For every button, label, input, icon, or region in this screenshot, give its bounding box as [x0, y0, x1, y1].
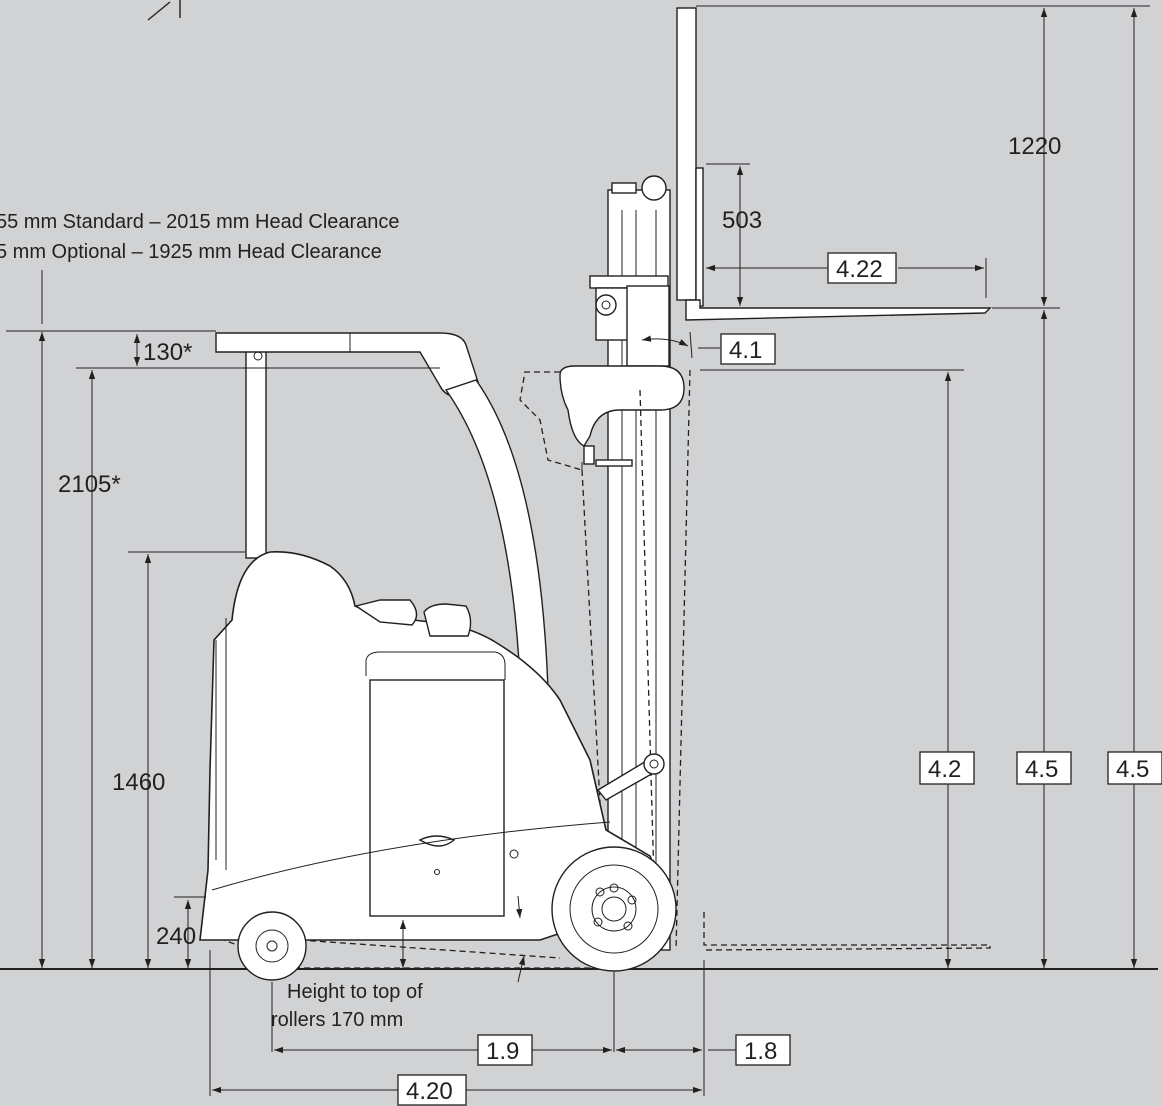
rear-wheel [237, 911, 307, 981]
carriage-bracket [559, 365, 685, 470]
extension-lines [6, 5, 1150, 1096]
head-clearance-standard: 55 mm Standard – 2015 mm Head Clearance [0, 211, 400, 233]
fork-carriage [676, 7, 992, 321]
label-503: 503 [722, 207, 762, 234]
box-label-4-20: 4.20 [406, 1078, 453, 1105]
box-1-8 [735, 1034, 791, 1066]
body-crease [211, 821, 611, 891]
label-240: 240 [156, 923, 196, 950]
box-label-4-5-outer: 4.5 [1116, 756, 1149, 783]
tilt-pivot [643, 753, 665, 775]
box-label-1-9: 1.9 [486, 1038, 519, 1065]
seat [354, 599, 418, 626]
box-4-2 [919, 751, 975, 785]
bolt [509, 849, 519, 859]
label-1460: 1460 [112, 769, 165, 796]
head-clearance-optional: 5 mm Optional – 1925 mm Head Clearance [0, 241, 382, 263]
label-130: 130* [143, 339, 192, 366]
door-frame [365, 651, 506, 680]
label-2105: 2105* [58, 471, 121, 498]
label-rollers-line-2: rollers 170 mm [271, 1009, 403, 1031]
drive-wheel [551, 846, 677, 972]
clearance-tick-2 [517, 955, 526, 983]
box-label-4-1: 4.1 [729, 337, 762, 364]
box-label-4-2: 4.2 [928, 756, 961, 783]
box-label-4-22: 4.22 [836, 256, 883, 283]
box-4-5-inner [1016, 751, 1072, 785]
box-4-22 [827, 252, 897, 284]
box-label-4-5-inner: 4.5 [1025, 756, 1058, 783]
clearance-tick-1 [516, 895, 523, 919]
box-4-5-outer [1107, 751, 1162, 785]
box-1-9 [477, 1034, 533, 1066]
tilt-outline [209, 369, 991, 969]
tilt-arc [641, 335, 689, 347]
label-rollers-line-1: Height to top of [287, 981, 423, 1003]
corner-mark [147, 0, 181, 21]
battery-door [369, 679, 505, 917]
control-console [423, 603, 472, 637]
box-label-1-8: 1.8 [744, 1038, 777, 1065]
box-4-20 [397, 1074, 467, 1106]
door-lock [434, 869, 440, 875]
box-4-1 [720, 333, 776, 365]
label-1220: 1220 [1008, 133, 1061, 160]
